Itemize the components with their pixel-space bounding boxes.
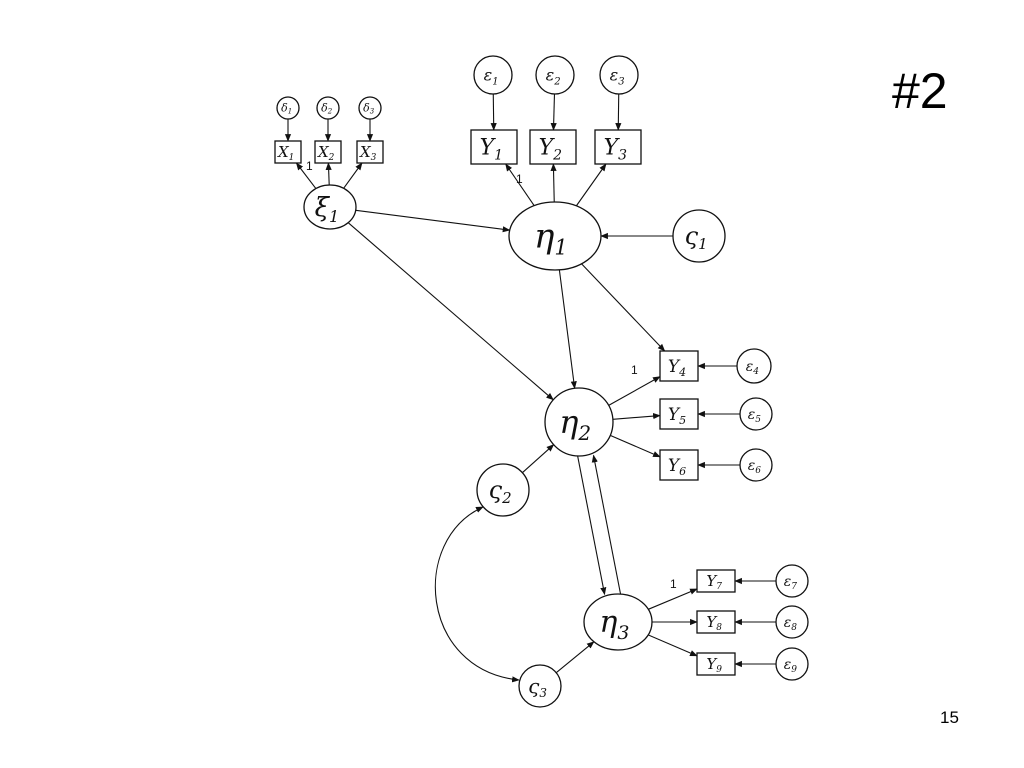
disturbance-zeta3: ς3 [518,664,562,708]
path-xi1-to-eta1 [355,209,511,233]
error-delta-d1: δ1 [276,96,300,120]
latent-endogenous-label: η1 [534,217,568,260]
loading-labels: 1 1 1 1 [306,159,677,591]
error-epsilon-e7: ε7 [775,564,809,598]
path-zeta2-to-eta2 [522,444,555,474]
path-eta2-to-y5 [612,413,661,420]
indicator-y4: Y4 [659,350,699,382]
path-eta3-to-y7 [648,588,698,610]
latent-endogenous-eta3: η3 [583,593,653,651]
path-eta2-to-y6 [610,434,661,458]
path-zeta3-to-eta3 [555,641,595,674]
path-e3-to-y3 [615,93,622,131]
disturbance-zeta1: ς1 [672,209,726,263]
indicator-x3: X3 [356,140,384,164]
disturbance-zeta2: ς2 [476,463,530,517]
error-epsilon-e6: ε6 [739,448,773,482]
error-epsilon-e4: ε4 [736,348,772,384]
error-epsilon-e9: ε9 [775,647,809,681]
fixed-loading-label: 1 [516,172,523,186]
error-delta-d2: δ2 [316,96,340,120]
indicator-y7: Y7 [696,569,736,593]
path-eta1-to-y1 [505,163,535,206]
diagram-edges [284,93,776,683]
error-epsilon-e2: ε2 [535,55,575,95]
latent-endogenous-eta2: η2 [544,387,614,457]
indicator-y6: Y6 [659,449,699,481]
error-delta-label: δ1 [281,102,292,116]
error-epsilon-e5: ε5 [739,397,773,431]
path-eta2-to-eta3 [576,455,607,596]
path-eta3-to-eta2 [591,454,622,595]
latent-endogenous-eta1: η1 [508,201,602,271]
path-xi1-to-x1 [295,162,317,189]
error-delta-label: δ3 [363,102,375,116]
path-e1-to-y1 [490,93,497,131]
latent-exogenous-xi1: ξ1 [303,184,357,230]
indicator-y8: Y8 [696,610,736,634]
error-epsilon-e8: ε8 [775,605,809,639]
covariance-zeta2-zeta3 [434,506,520,683]
path-xi1-to-x2 [325,162,332,186]
error-delta-d3: δ3 [358,96,382,120]
indicator-y3: Y3 [594,129,642,165]
indicator-y1: Y1 [470,129,518,165]
path-xi1-to-x3 [343,162,363,189]
indicator-y5: Y5 [659,398,699,430]
slide-title: #2 [892,63,948,119]
error-epsilon-e3: ε3 [599,55,639,95]
fixed-loading-label: 1 [306,159,313,173]
indicator-x1: X1 [274,140,302,164]
path-eta1-to-y4 [581,263,666,352]
path-eta2-to-y4 [608,376,661,406]
indicator-x2: X2 [314,140,342,164]
fixed-loading-label: 1 [631,363,638,377]
path-eta1-to-eta2 [558,269,577,390]
path-e2-to-y2 [550,93,557,131]
indicator-y9: Y9 [696,652,736,676]
path-xi1-to-eta2 [347,222,554,401]
error-delta-label: δ2 [321,102,333,116]
fixed-loading-label: 1 [670,577,677,591]
indicator-y2: Y2 [529,129,577,165]
path-eta3-to-y9 [647,634,698,657]
path-eta1-to-y2 [550,163,557,203]
path-eta1-to-y3 [575,163,607,207]
page-number: 15 [940,708,959,727]
latent-endogenous-label: η2 [559,403,591,445]
error-epsilon-e1: ε1 [473,55,513,95]
